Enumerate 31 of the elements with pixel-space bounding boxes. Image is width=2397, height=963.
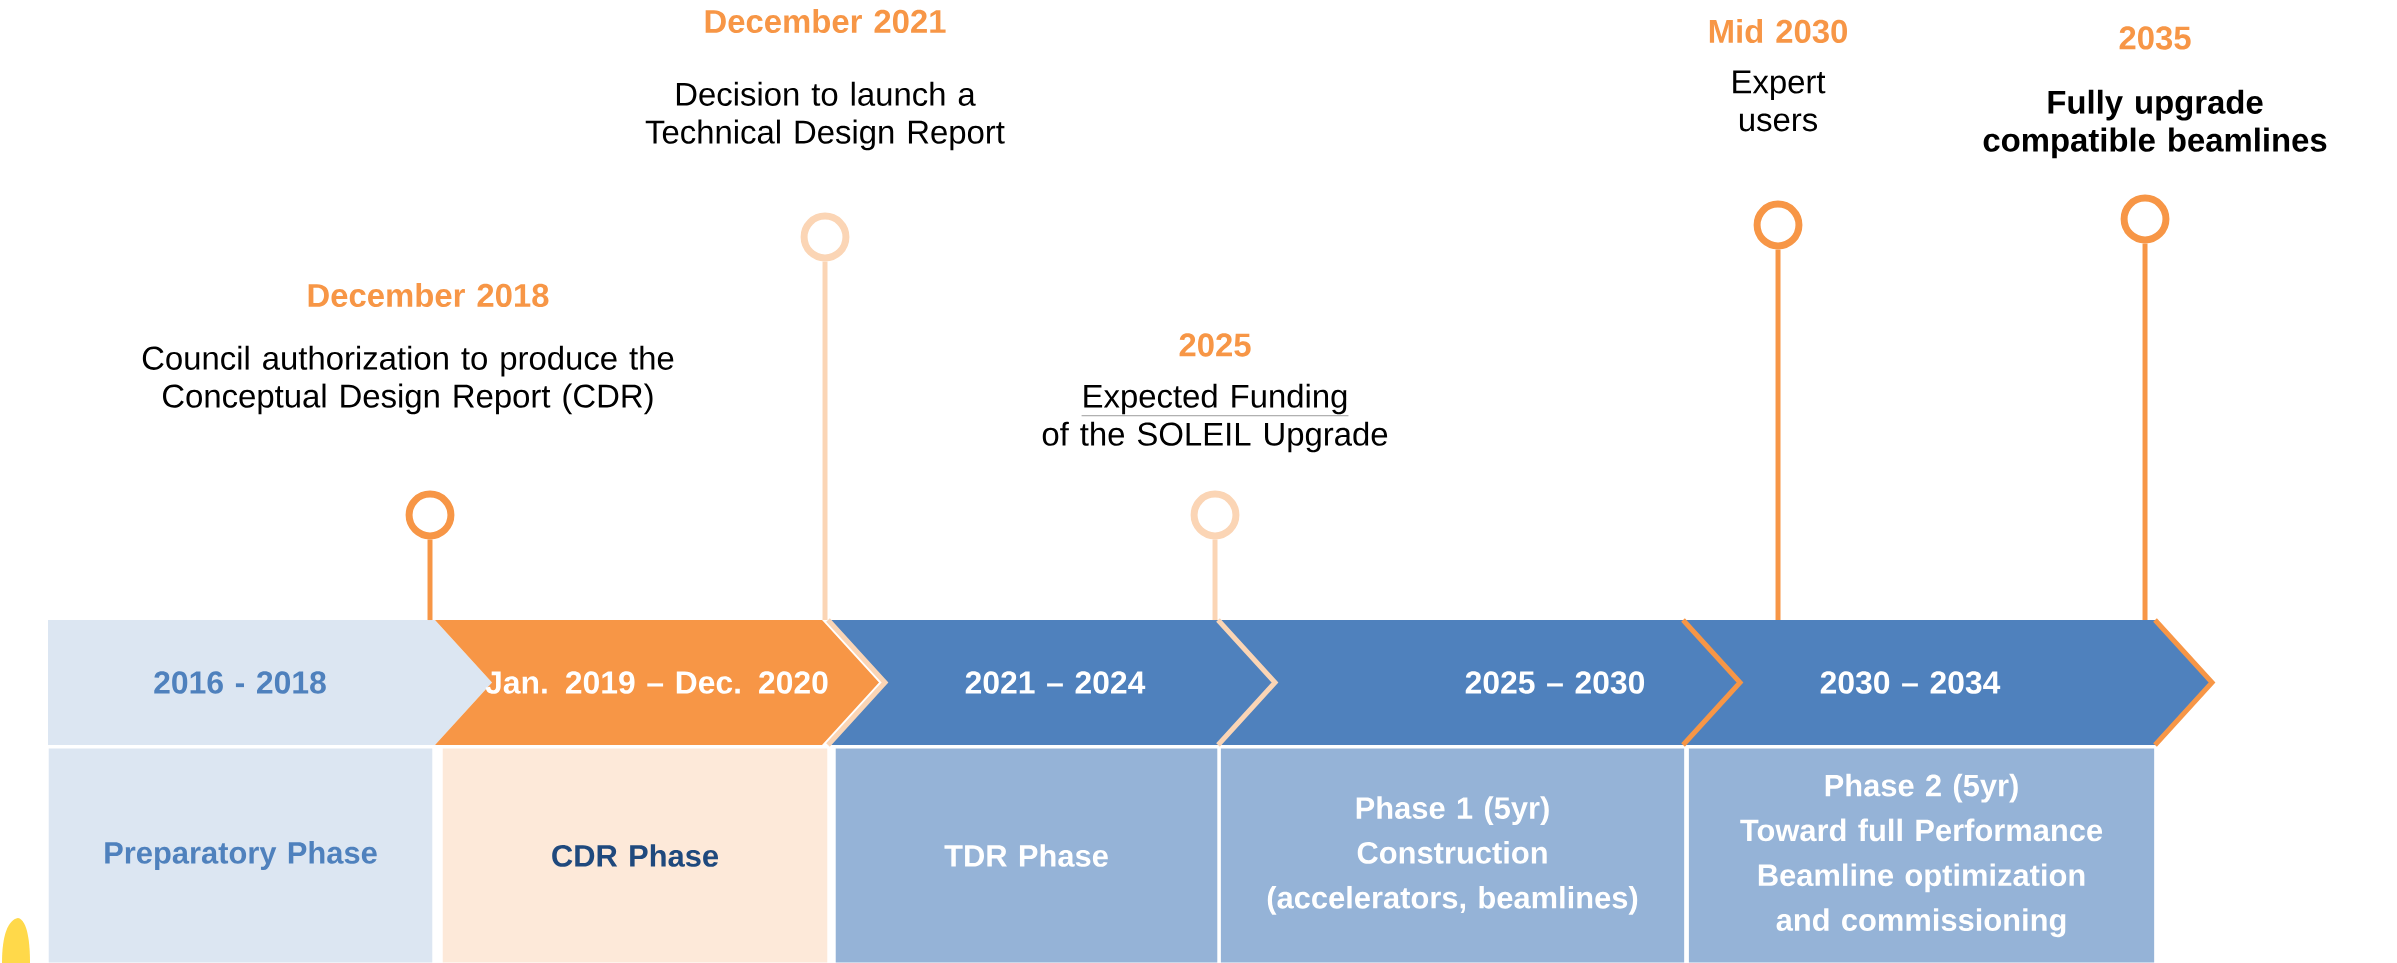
- milestone-text: of the SOLEIL Upgrade: [1042, 421, 1388, 453]
- date-label: December 2021: [705, 8, 946, 34]
- milestone-stem: [427, 539, 433, 621]
- timeline-band: 2030 – 2034: [1681, 618, 2216, 747]
- milestone-stem: [2142, 243, 2148, 621]
- node-label: 2021 – 2024: [965, 671, 1146, 694]
- milestone-marker: [2120, 194, 2170, 244]
- date-label: Mid 2030: [1709, 18, 1847, 44]
- milestone-text: Decision to launch a Technical Design Report: [645, 81, 1005, 151]
- phase-box: Phase 2 (5yr) Toward full Performance Beamline optimization and commissioning: [1688, 748, 2155, 963]
- date-label: December 2018: [308, 282, 549, 308]
- milestone-marker: [1190, 490, 1240, 540]
- timeline-band: 2025 – 2030: [1216, 618, 1740, 747]
- phase-box: Phase 1 (5yr) Construction (accelerators, beamlines): [1220, 748, 1685, 963]
- milestone-text: Council authorization to produce the Conceptual Design Report (CDR): [142, 345, 674, 415]
- milestone-marker: [1753, 200, 1803, 250]
- node-label: 2030 – 2034: [1820, 671, 2001, 694]
- phase-box: Preparatory Phase: [48, 748, 433, 963]
- milestone-marker: [800, 212, 850, 262]
- milestone-marker: [405, 490, 455, 540]
- milestone-stem: [1775, 249, 1781, 621]
- date-label: 2035: [2119, 26, 2191, 50]
- milestone-stem: [1212, 539, 1218, 621]
- node-label: 2025 – 2030: [1465, 671, 1645, 694]
- phase-box: CDR Phase: [442, 748, 828, 963]
- date-label: 2025: [1179, 333, 1251, 357]
- phase-box: TDR Phase: [835, 748, 1218, 963]
- milestone-stem: [822, 261, 828, 621]
- milestone-text: Fully upgrade compatible beamlines: [1983, 89, 2327, 159]
- milestone-text: Expert users: [1733, 70, 1826, 132]
- milestone-text: Expected Funding: [1081, 383, 1349, 416]
